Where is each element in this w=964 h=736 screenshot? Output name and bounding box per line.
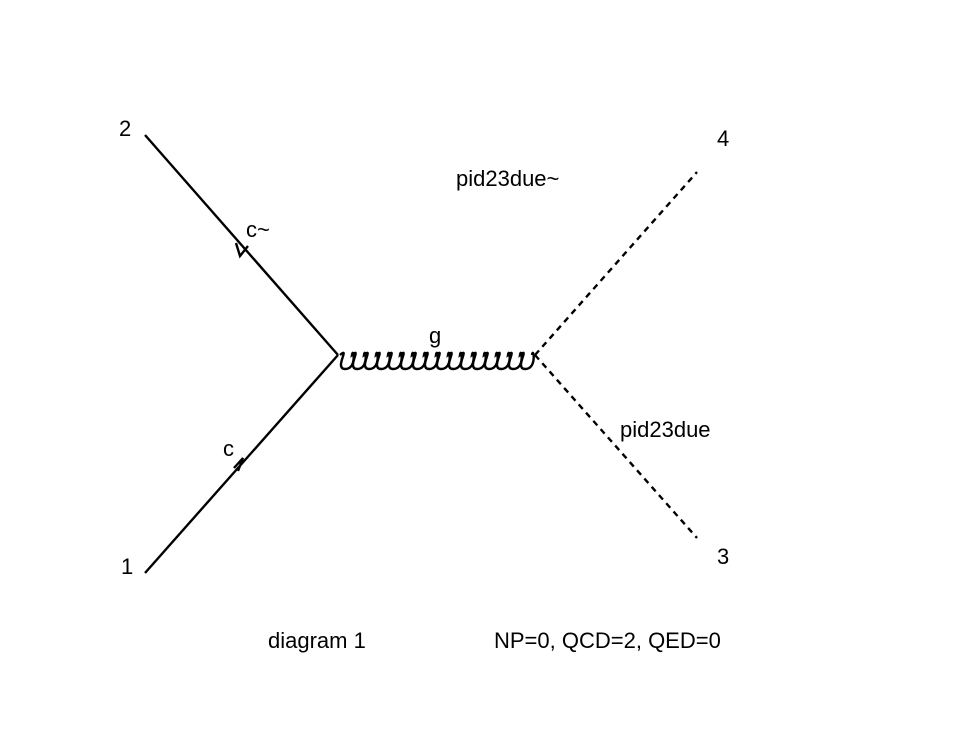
particle-label-lower: pid23due: [620, 417, 711, 442]
particle-label-upper: pid23due~: [456, 166, 559, 191]
external-label-2: 2: [119, 116, 131, 141]
external-label-3: 3: [717, 544, 729, 569]
particle-label-gluon: g: [429, 323, 441, 348]
antiquark-arrow-c-bar: [234, 242, 249, 259]
diagram-caption-name: diagram 1: [268, 628, 366, 653]
external-label-1: 1: [121, 554, 133, 579]
diagram-caption-orders: NP=0, QCD=2, QED=0: [494, 628, 721, 653]
quark-arrow-c: [233, 457, 245, 472]
gluon-propagator: [339, 351, 535, 371]
particle-label-c: c: [223, 436, 234, 461]
particle-label-c-bar: c~: [246, 217, 270, 242]
scalar-line-upper: [534, 171, 698, 356]
scalar-line-lower: [534, 354, 698, 539]
antiquark-line-c-bar: [144, 134, 339, 356]
external-label-4: 4: [717, 126, 729, 151]
